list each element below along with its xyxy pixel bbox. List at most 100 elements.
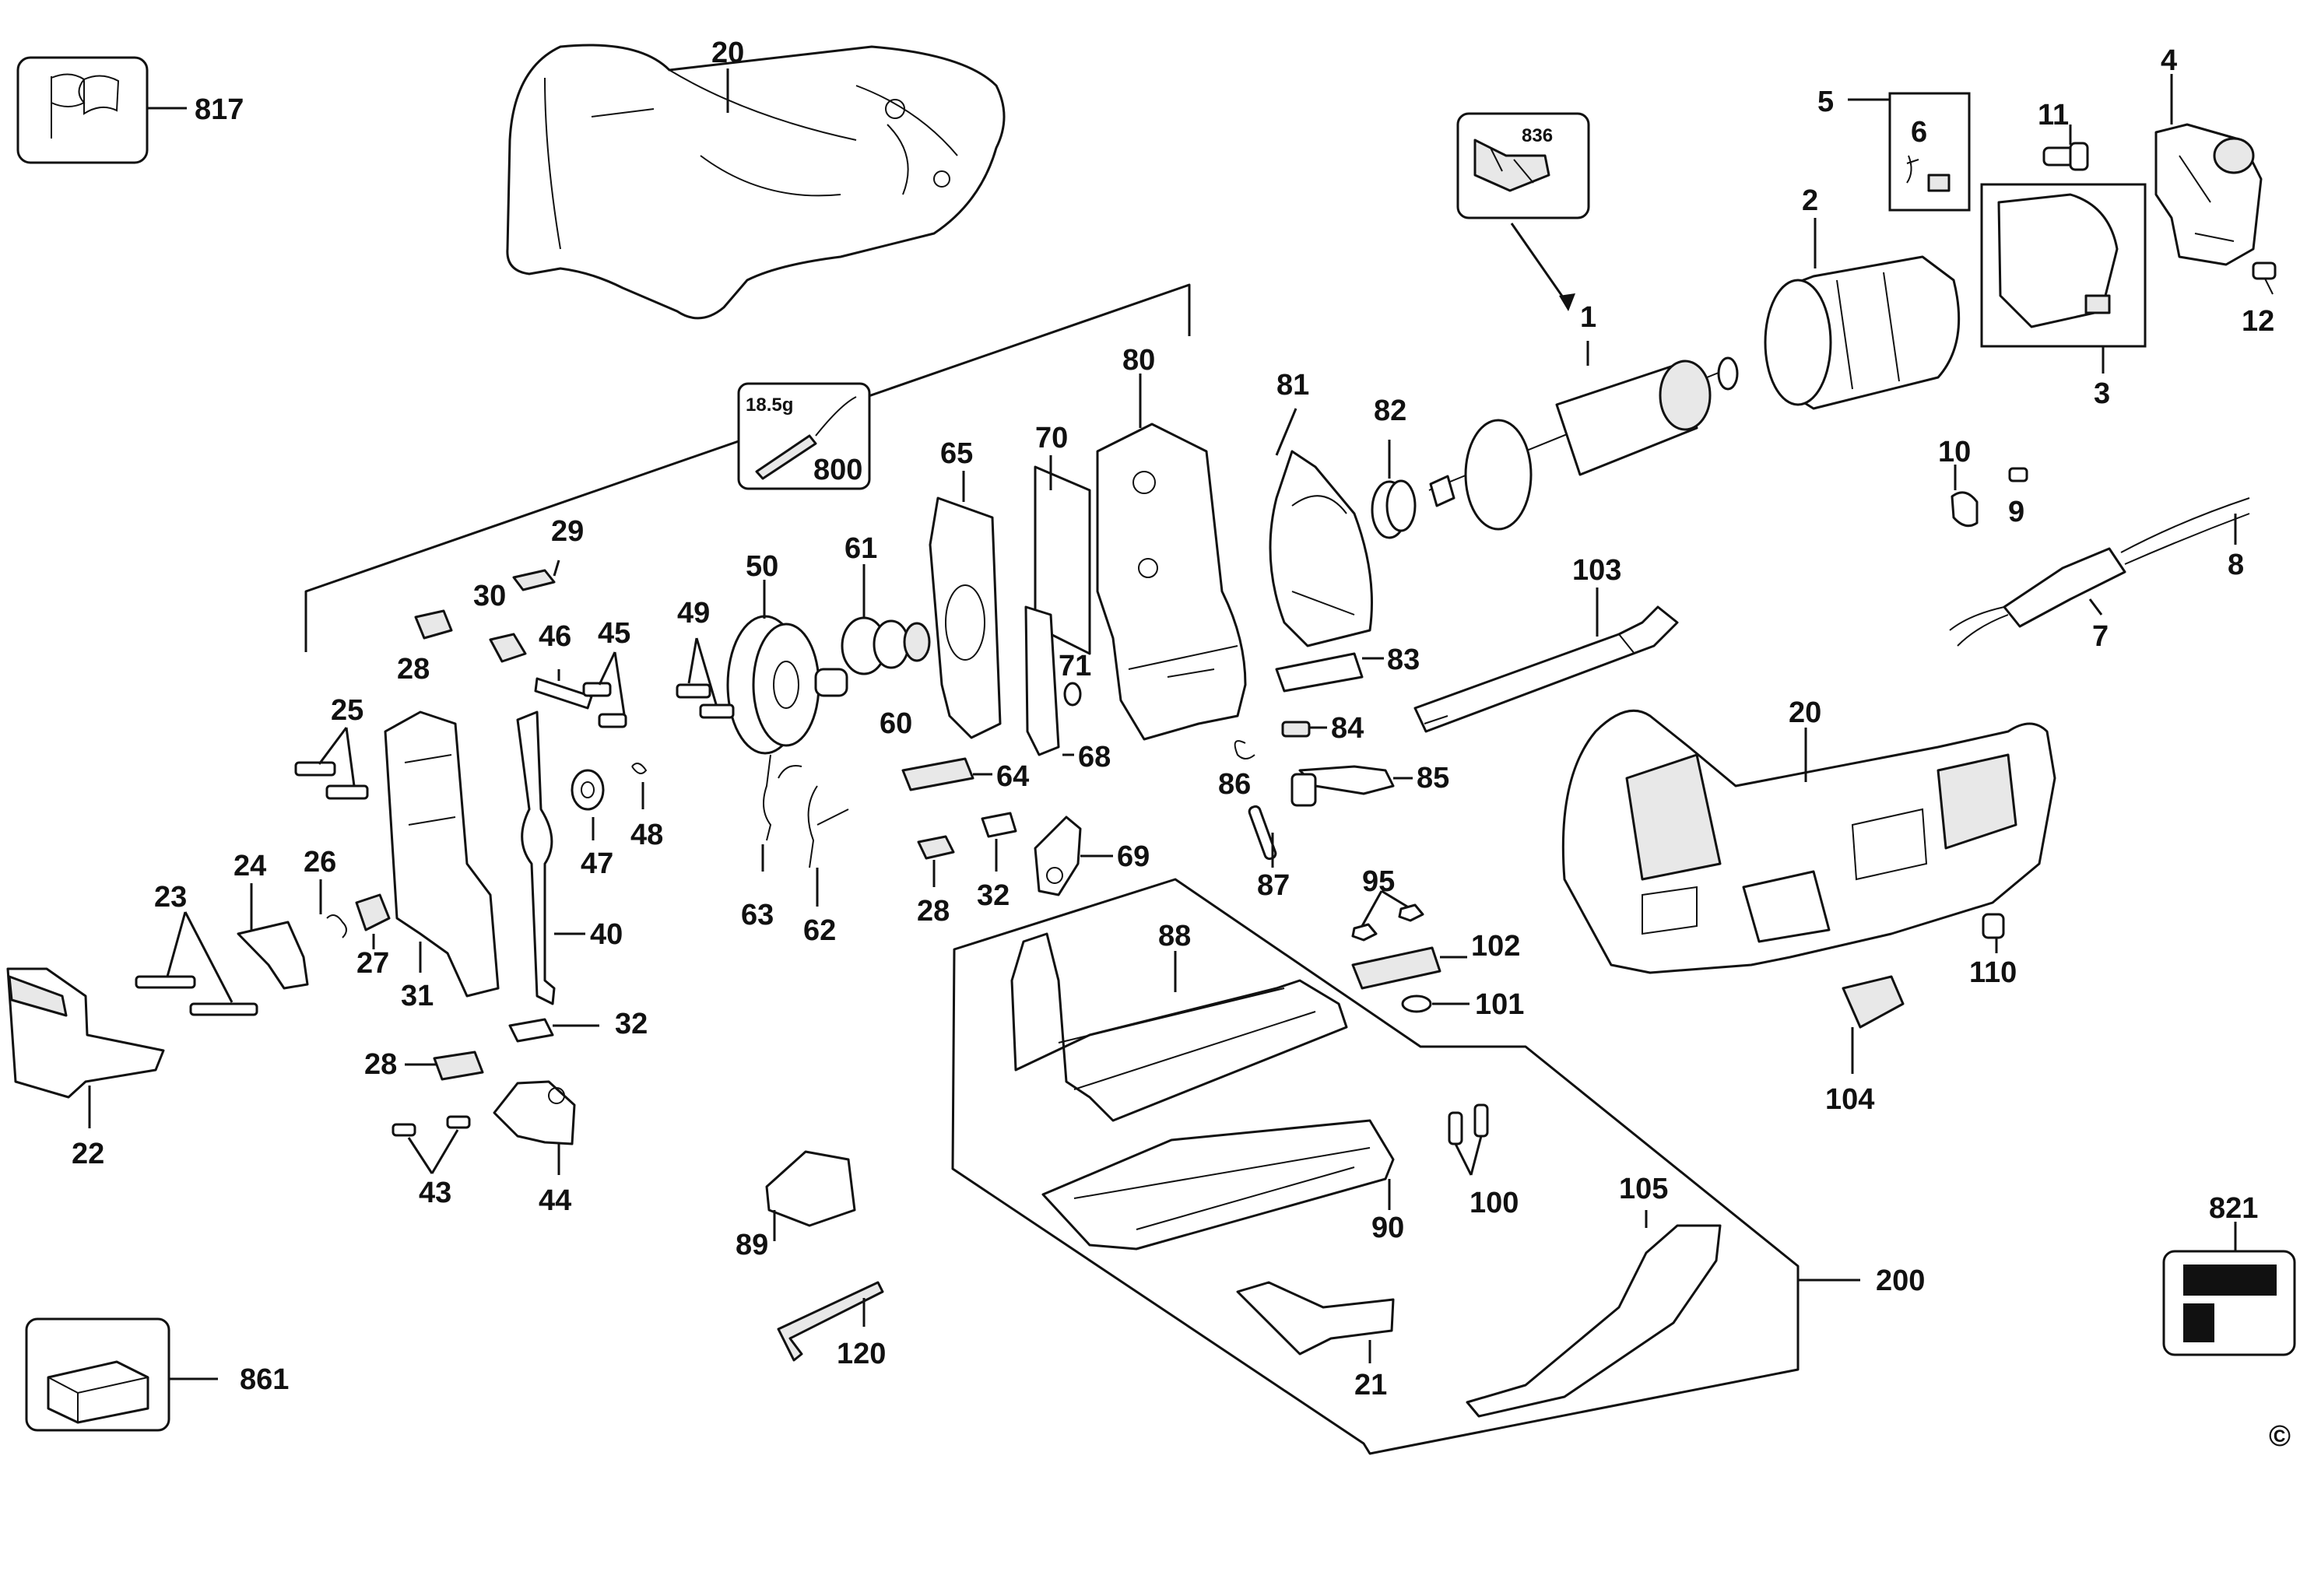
box-3 [1980,183,2147,374]
bearing-61 [841,616,931,675]
callout-817: 817 [195,93,244,126]
callout-63: 63 [741,899,774,931]
callout-23: 23 [154,881,187,914]
callout-836: 836 [1522,125,1553,146]
box-800 [737,382,871,490]
frame-31 [384,710,500,998]
box-5 [1848,92,1971,212]
screw-110 [1982,913,2005,939]
screws-23 [135,975,258,1016]
callout-71: 71 [1059,650,1091,682]
gasket-70 [1034,465,1091,655]
sub-base-90 [1041,1119,1395,1250]
callout-65: 65 [940,437,973,470]
callout-9: 9 [2008,496,2024,528]
callout-861: 861 [240,1363,289,1396]
callout-61: 61 [844,532,877,565]
plate-68 [1024,605,1060,756]
callout-22: 22 [72,1138,104,1170]
lever-69 [1034,816,1082,896]
nuts-95 [1351,903,1424,942]
screws-25 [294,761,369,800]
pad-32a [981,812,1017,838]
box-817 [16,56,187,164]
plate-102 [1351,946,1441,990]
callout-21: 21 [1354,1369,1387,1401]
callout-69: 69 [1117,840,1150,873]
pad-29 [512,569,556,591]
callout-32-low: 32 [615,1008,648,1040]
rod-103 [1413,605,1679,733]
block-30 [489,633,527,663]
callout-87: 87 [1257,869,1290,902]
fan-baffle [1269,450,1373,647]
box-821 [2162,1222,2296,1356]
callout-31: 31 [401,980,434,1012]
cover-104 [1842,975,1905,1029]
pad-32b [508,1018,554,1043]
callout-95: 95 [1362,865,1395,898]
callout-20-top: 20 [711,37,744,69]
spring-84 [1281,721,1311,738]
callout-3: 3 [2094,377,2110,410]
block-64 [901,757,974,791]
callout-11: 11 [2038,99,2069,132]
callout-labels: 817 20 836 1 5 6 11 2 4 12 3 80 81 82 70… [72,37,2291,1453]
callout-28-low: 28 [364,1048,397,1081]
screw-12 [2252,261,2277,295]
callout-12: 12 [2242,305,2274,338]
callout-81: 81 [1276,369,1309,402]
callout-46: 46 [539,620,571,653]
clamp-10 [1951,491,1979,528]
callout-90: 90 [1371,1212,1404,1244]
callout-2: 2 [1802,184,1818,217]
callout-1: 1 [1580,301,1596,334]
callout-101: 101 [1475,988,1524,1021]
callout-28-mid: 28 [917,895,950,928]
housing-half-top [506,44,1006,320]
callout-100: 100 [1470,1187,1519,1219]
screw-11 [2042,142,2089,171]
callout-62: 62 [803,914,836,947]
clip-83 [1275,652,1364,693]
bearing-82 [1371,479,1417,539]
callout-110: 110 [1969,956,2017,989]
screws-43 [392,1115,471,1137]
clip-86 [1234,740,1255,759]
callout-89: 89 [736,1229,768,1261]
washer-71 [1063,682,1082,707]
callout-70: 70 [1035,422,1068,454]
lever-21 [1236,1281,1395,1356]
callout-104: 104 [1825,1083,1874,1116]
callout-25: 25 [331,694,363,727]
plate-65 [929,496,1002,739]
callout-82: 82 [1374,395,1406,427]
armature [1428,356,1739,531]
callout-27: 27 [356,947,389,980]
callout-50: 50 [746,550,778,583]
base-group-outline [951,878,1800,1455]
callout-weight: 18.5g [746,395,793,416]
callout-6: 6 [1911,116,1927,149]
copyright-mark: © [2269,1420,2291,1453]
callout-800: 800 [813,454,862,486]
plunger-40 [516,710,556,1005]
shoe-88 [1010,932,1348,1122]
callout-30: 30 [473,580,506,612]
callout-80: 80 [1122,344,1155,377]
callout-43: 43 [419,1177,451,1209]
callout-28-top: 28 [397,653,430,686]
callout-84: 84 [1331,712,1364,745]
switch-4 [2154,123,2263,266]
hex-key-120 [777,1281,884,1362]
housing-half-right [1561,709,2056,974]
blade-clamp-24 [237,921,309,990]
screws-49 [676,683,735,719]
dust-nozzle-105 [1466,1224,1722,1418]
callout-105: 105 [1619,1173,1668,1205]
callout-44: 44 [539,1184,571,1217]
roller-guide-44 [493,1080,576,1145]
callout-102: 102 [1471,930,1520,963]
pad-28a [414,609,453,640]
gear-50 [726,615,820,755]
